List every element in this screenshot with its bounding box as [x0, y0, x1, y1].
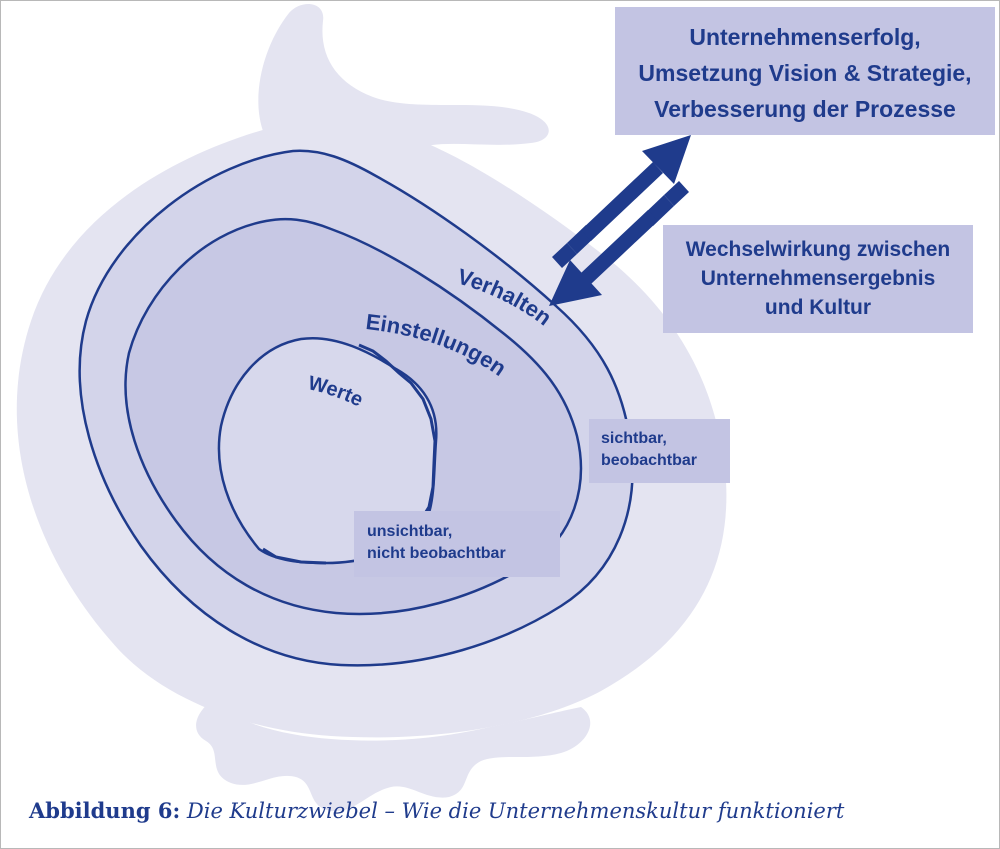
outcome-line-2: Umsetzung Vision & Strategie,: [638, 60, 972, 86]
caption-text: Die Kulturzwiebel – Wie die Unternehmens…: [186, 799, 845, 823]
outcome-box: Unternehmenserfolg, Umsetzung Vision & S…: [615, 7, 995, 135]
arrow-down: [549, 181, 689, 306]
invisible-line-2: nicht beobachtbar: [367, 545, 506, 562]
onion-roots: [196, 701, 591, 812]
interaction-line-3: und Kultur: [764, 296, 872, 319]
visible-box: sichtbar, beobachtbar: [589, 419, 730, 483]
figure-caption: Abbildung 6: Die Kulturzwiebel – Wie die…: [29, 798, 989, 823]
arrow-up: [552, 135, 691, 268]
interaction-box: Wechselwirkung zwischen Unternehmenserge…: [663, 225, 973, 333]
outcome-line-1: Unternehmenserfolg,: [689, 24, 921, 50]
ring-werte-rough-edge: [262, 343, 437, 565]
interaction-line-1: Wechselwirkung zwischen: [685, 238, 951, 261]
onion-top-sprout: [258, 3, 549, 157]
visible-line-1: sichtbar,: [601, 430, 667, 447]
invisible-line-1: unsichtbar,: [367, 523, 453, 540]
invisible-box: unsichtbar, nicht beobachtbar: [354, 511, 560, 577]
outcome-line-3: Verbesserung der Prozesse: [654, 96, 956, 122]
interaction-line-2: Unternehmensergebnis: [700, 267, 936, 290]
caption-label: Abbildung 6:: [29, 798, 181, 823]
visible-line-2: beobachtbar: [601, 452, 698, 469]
